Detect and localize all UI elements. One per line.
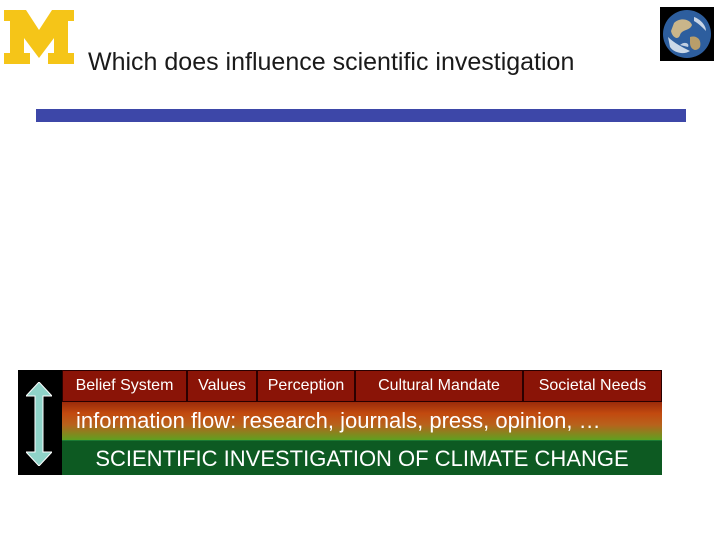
influence-diagram: Belief System Values Perception Cultural…: [18, 370, 662, 475]
earth-globe-image: [660, 7, 714, 61]
scientific-investigation-band: SCIENTIFIC INVESTIGATION OF CLIMATE CHAN…: [62, 440, 662, 475]
information-flow-band: information flow: research, journals, pr…: [62, 402, 662, 440]
factor-perception: Perception: [257, 370, 355, 402]
factor-belief-system: Belief System: [62, 370, 187, 402]
factor-values: Values: [187, 370, 257, 402]
influence-factors: Belief System Values Perception Cultural…: [62, 370, 662, 402]
factor-cultural-mandate: Cultural Mandate: [355, 370, 523, 402]
slide-title: Which does influence scientific investig…: [88, 48, 575, 76]
factor-societal-needs: Societal Needs: [523, 370, 662, 402]
double-headed-vertical-arrow: [26, 382, 52, 466]
title-divider-bar: [36, 109, 686, 122]
block-m-logo: [4, 10, 74, 64]
